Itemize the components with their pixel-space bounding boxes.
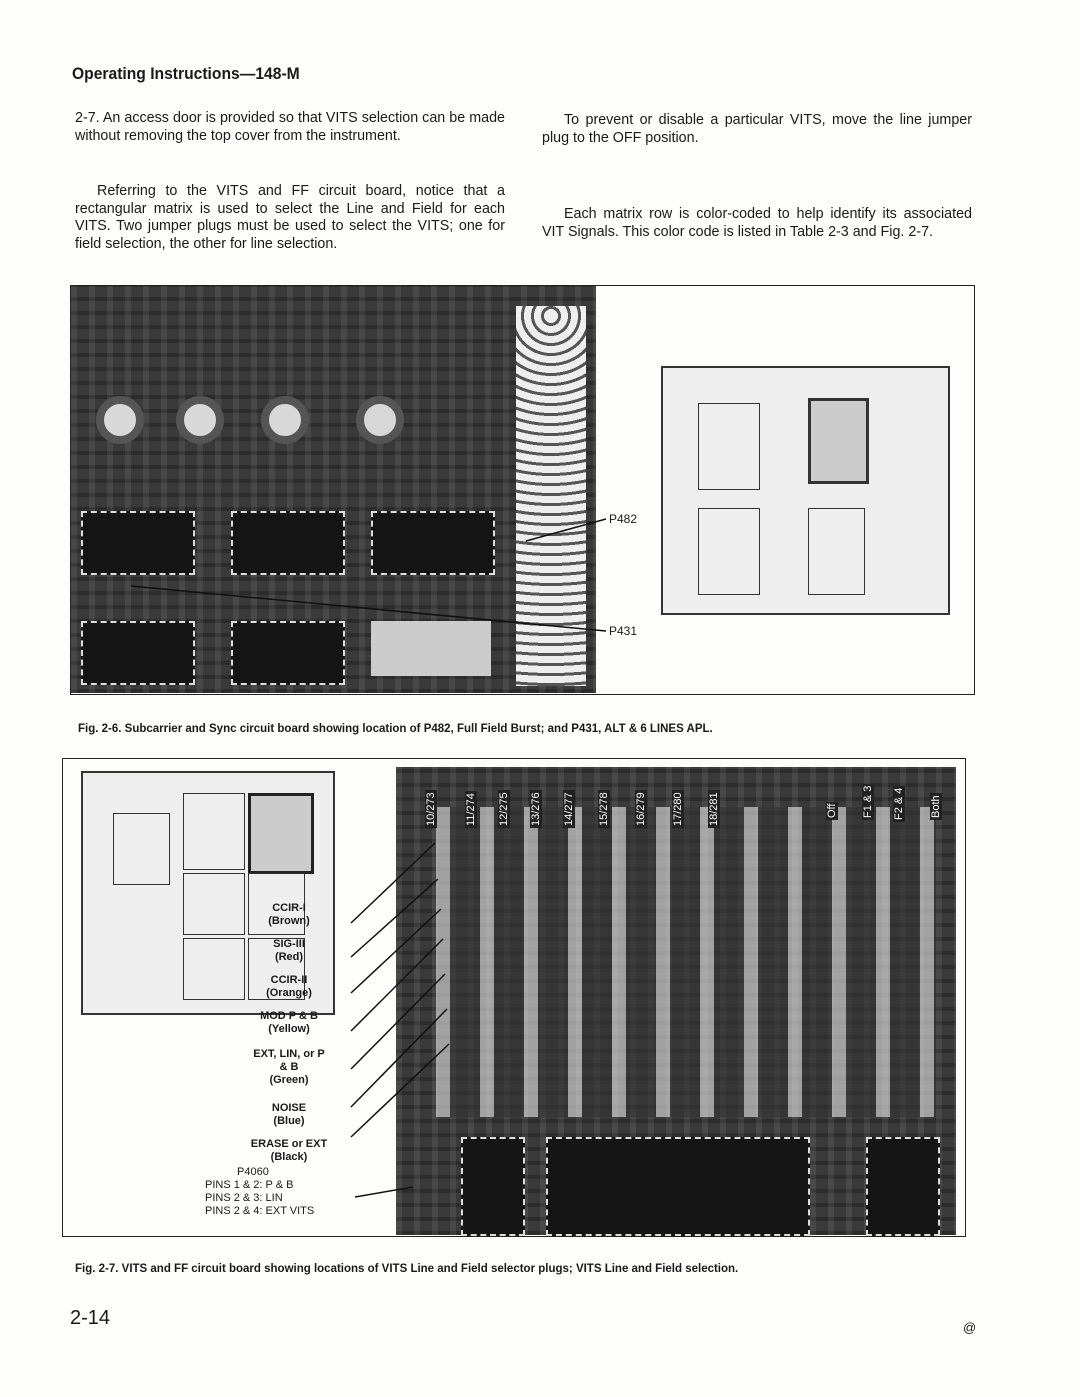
figure-2-6-caption: Fig. 2-6. Subcarrier and Sync circuit bo… bbox=[78, 723, 713, 735]
leader-lines bbox=[130, 518, 607, 632]
vits-board-photo bbox=[396, 767, 956, 1236]
instrument-diagram bbox=[81, 771, 335, 1015]
page-header: Operating Instructions—148-M bbox=[72, 64, 300, 83]
callout-erase-ext: ERASE or EXT(Black) bbox=[250, 1138, 328, 1163]
paragraph-2-7: 2-7. An access door is provided so that … bbox=[75, 110, 505, 144]
callout-sig-iii: SIG-III(Red) bbox=[273, 938, 305, 963]
callout-ccir-i: CCIR-I(Brown) bbox=[268, 902, 310, 927]
callout-leader-lines bbox=[350, 842, 450, 1198]
footer-mark: @ bbox=[963, 1320, 977, 1335]
page-number: 2-14 bbox=[70, 1307, 111, 1329]
callout-noise: NOISE(Blue) bbox=[271, 1102, 307, 1127]
callout-mod-pb: MOD P & B(Yellow) bbox=[260, 1010, 318, 1035]
paragraph-color-code: Each matrix row is color-coded to help i… bbox=[542, 206, 972, 240]
color-code-callouts: CCIR-I(Brown) SIG-III(Red) CCIR-II(Orang… bbox=[230, 902, 348, 1174]
instrument-diagram bbox=[661, 366, 950, 615]
callout-ccir-ii: CCIR-II(Orange) bbox=[266, 974, 312, 999]
paragraph-disable: To prevent or disable a particular VITS,… bbox=[542, 112, 972, 146]
circuit-board-photo bbox=[71, 286, 596, 693]
label-p431: P431 bbox=[609, 624, 638, 638]
callout-ext-lin: EXT, LIN, or P & B(Green) bbox=[253, 1048, 325, 1086]
figure-2-7-caption: Fig. 2-7. VITS and FF circuit board show… bbox=[75, 1263, 739, 1275]
figure-2-7 bbox=[62, 758, 966, 1237]
label-p482: P482 bbox=[609, 512, 638, 526]
paragraph-matrix: Referring to the VITS and FF circuit boa… bbox=[75, 183, 505, 252]
figure-2-6: P482 P431 bbox=[70, 285, 975, 695]
